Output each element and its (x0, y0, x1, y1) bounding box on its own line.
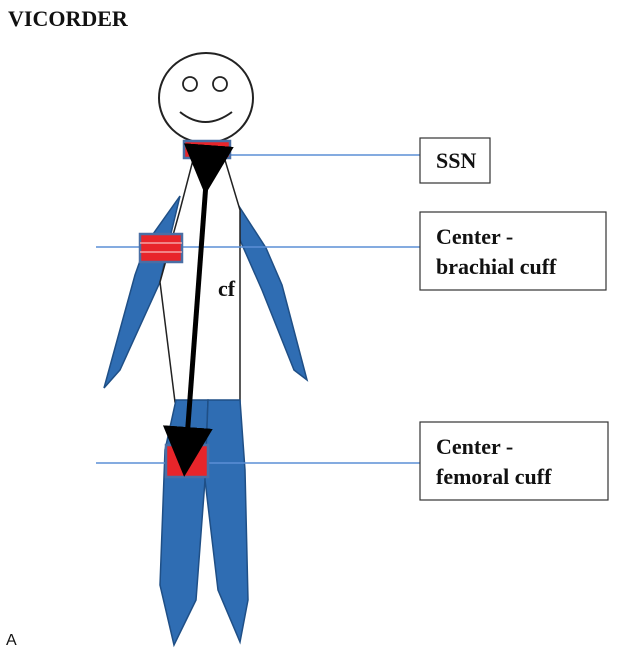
head (159, 53, 253, 143)
right-eye (213, 77, 227, 91)
left-leg (160, 400, 208, 645)
femoral-label-line-1: Center - (436, 434, 513, 459)
ssn-label-line-1: SSN (436, 148, 476, 173)
femoral-label-box: Center - femoral cuff (420, 422, 608, 500)
femoral-label-line-2: femoral cuff (436, 464, 552, 489)
panel-label: A (6, 632, 17, 649)
cf-distance-label: cf (218, 276, 236, 301)
right-leg (205, 400, 248, 642)
right-arm (235, 200, 307, 380)
ssn-cuff (184, 141, 230, 158)
figure-title: VICORDER (8, 6, 129, 31)
brachial-cuff (140, 234, 182, 262)
brachial-label-line-2: brachial cuff (436, 254, 557, 279)
brachial-label-box: Center - brachial cuff (420, 212, 606, 290)
left-eye (183, 77, 197, 91)
brachial-label-line-1: Center - (436, 224, 513, 249)
ssn-label-box: SSN (420, 138, 490, 183)
